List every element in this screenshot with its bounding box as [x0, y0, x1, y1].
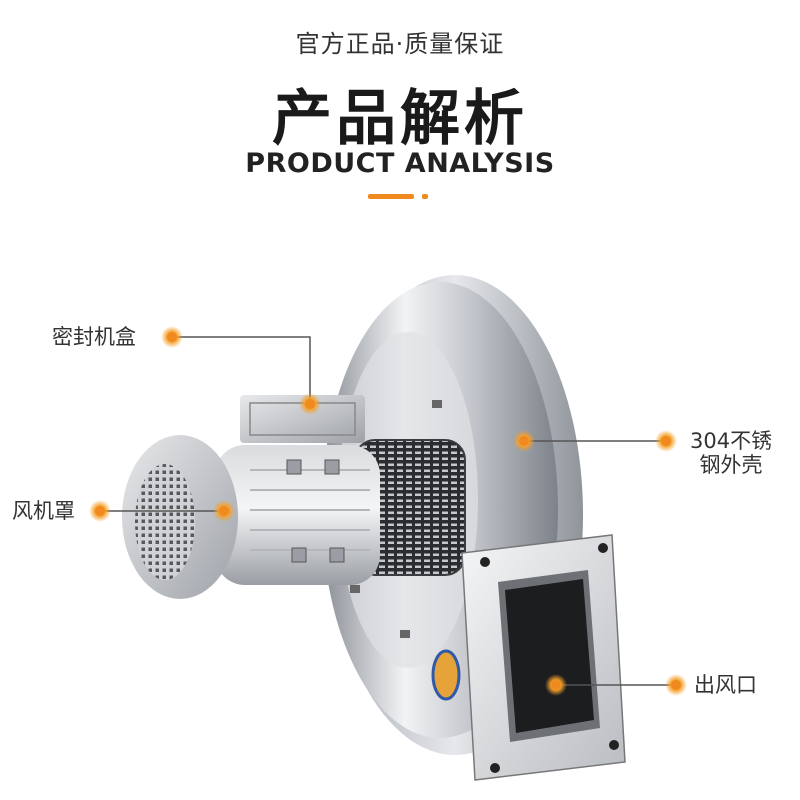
page-subtitle: PRODUCT ANALYSIS	[245, 148, 555, 179]
junction-box	[240, 395, 365, 443]
accent-bar	[368, 194, 414, 199]
callout-shell-line1: 304不锈	[690, 429, 773, 453]
callout-shell: 304不锈 钢外壳	[690, 429, 772, 477]
outlet-opening	[505, 579, 594, 733]
brand-badge	[431, 649, 461, 701]
accent-dot	[422, 194, 428, 199]
tagline: 官方正品·质量保证	[295, 30, 505, 58]
callout-shell-line2: 钢外壳	[699, 453, 763, 477]
leader-sealed-box	[172, 336, 311, 402]
hotspot-dots	[89, 326, 687, 696]
callout-sealed-box: 密封机盒	[52, 325, 136, 349]
coupling-cage	[355, 440, 465, 575]
callout-fan-cover: 风机罩	[12, 499, 75, 523]
callout-outlet: 出风口	[694, 673, 757, 697]
page-title: 产品解析	[272, 84, 528, 154]
